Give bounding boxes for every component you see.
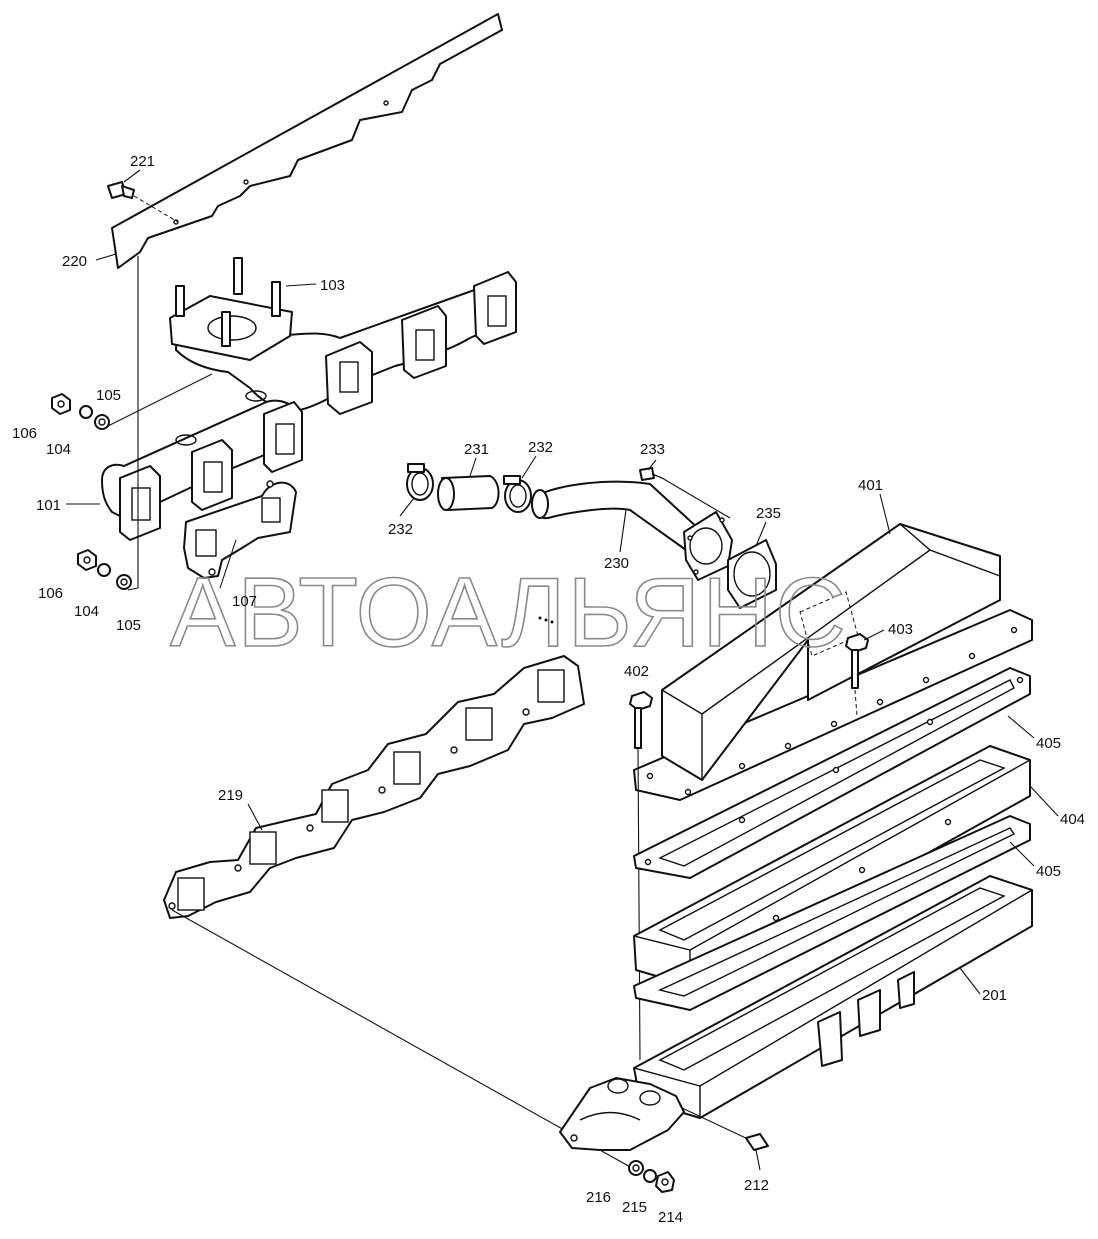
callout-404: 404 — [1060, 811, 1085, 828]
bolt-403 — [845, 633, 869, 717]
callout-leaders — [66, 169, 1059, 1171]
hatch-mark — [538, 616, 554, 624]
callout-221: 221 — [130, 153, 155, 170]
callout-104-upper: 104 — [46, 441, 71, 458]
callout-220: 220 — [62, 253, 87, 270]
callout-106-lower: 106 — [38, 585, 63, 602]
callout-231: 231 — [464, 441, 489, 458]
hose-231 — [437, 475, 500, 511]
callout-labels: 221 220 103 105 106 104 101 106 104 105 … — [12, 153, 1085, 1226]
callout-235: 235 — [756, 505, 781, 522]
callout-403: 403 — [888, 621, 913, 638]
bolt-233 — [639, 467, 731, 519]
callout-215: 215 — [622, 1199, 647, 1216]
pipe-230 — [531, 480, 733, 581]
callout-105-lower: 105 — [116, 617, 141, 634]
callout-201: 201 — [982, 987, 1007, 1004]
callout-214: 214 — [658, 1209, 683, 1226]
manifold-gasket-219 — [163, 655, 585, 919]
gasket-405-upper — [633, 667, 1031, 879]
callout-401: 401 — [858, 477, 883, 494]
callout-402: 402 — [624, 663, 649, 680]
callout-233: 233 — [640, 441, 665, 458]
fastener-set-upper — [51, 373, 213, 430]
intake-manifold-201 — [559, 875, 1033, 1151]
callout-103: 103 — [320, 277, 345, 294]
fastener-set-bottom — [628, 1160, 675, 1193]
callout-216: 216 — [586, 1189, 611, 1206]
callout-405-upper: 405 — [1036, 735, 1061, 752]
callout-405-lower: 405 — [1036, 863, 1061, 880]
gasket-405-lower — [633, 815, 1031, 1011]
callout-230: 230 — [604, 555, 629, 572]
spacer-404 — [633, 745, 1031, 987]
bolt-221 — [107, 181, 179, 223]
gasket-235 — [727, 539, 777, 609]
exhaust-manifold-101 — [101, 390, 303, 541]
hose-clamp-232-right — [503, 475, 532, 513]
hose-clamp-232-left — [406, 463, 434, 501]
exhaust-manifold-103 — [169, 257, 517, 415]
callout-104-lower: 104 — [74, 603, 99, 620]
gasket-107 — [183, 480, 297, 579]
heat-shield-220 — [111, 13, 503, 269]
bolt-212 — [745, 1133, 769, 1151]
watermark: АВТОАЛЬЯНС — [170, 557, 848, 667]
fastener-set-lower — [77, 549, 132, 590]
callout-232-left: 232 — [388, 521, 413, 538]
callout-232-right: 232 — [528, 439, 553, 456]
bolt-402 — [629, 691, 653, 1061]
callout-101: 101 — [36, 497, 61, 514]
callout-212: 212 — [744, 1177, 769, 1194]
callout-106-upper: 106 — [12, 425, 37, 442]
callout-105-upper: 105 — [96, 387, 121, 404]
callout-219: 219 — [218, 787, 243, 804]
intake-cover-401 — [633, 523, 1033, 801]
callout-107: 107 — [232, 593, 257, 610]
